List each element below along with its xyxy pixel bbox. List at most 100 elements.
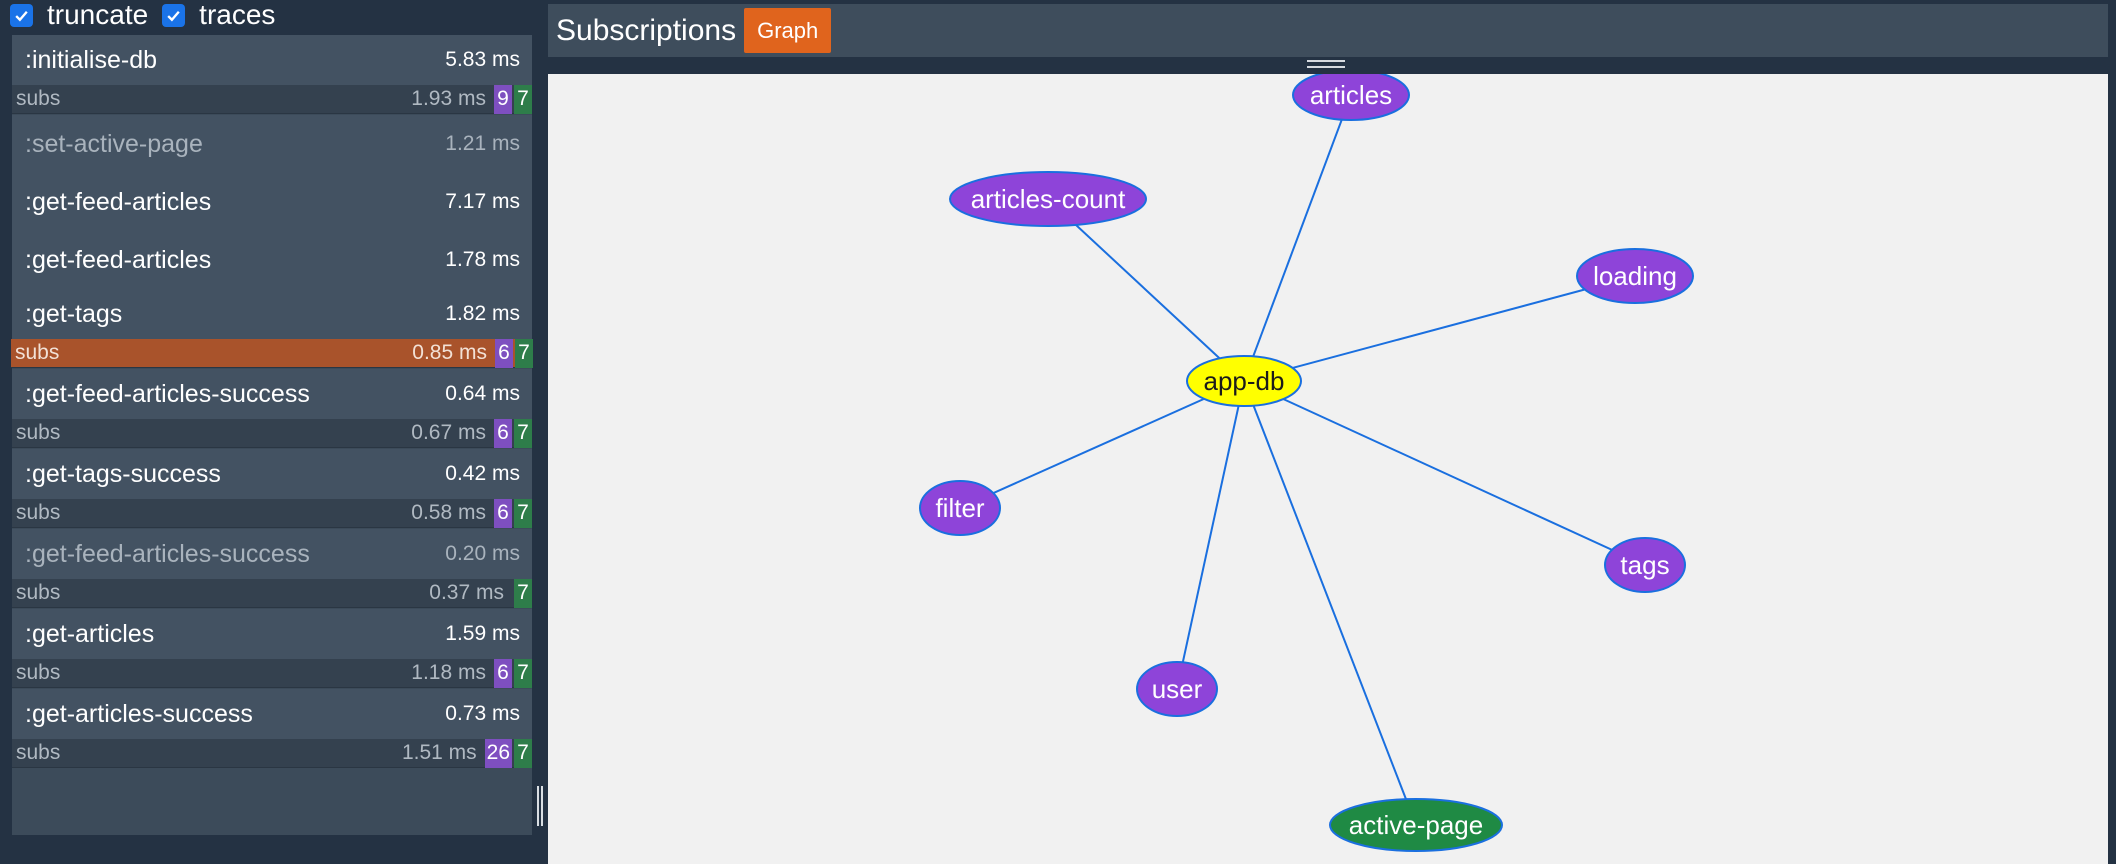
node-shape xyxy=(919,480,1001,536)
trace-row[interactable]: :get-tags 1.82 ms xyxy=(12,289,532,339)
trace-row[interactable]: :get-feed-articles 7.17 ms xyxy=(12,173,532,231)
subs-created-count-badge: 7 xyxy=(514,418,532,448)
resize-handle[interactable] xyxy=(1307,60,1345,68)
subs-label: subs xyxy=(16,661,61,684)
event-name: :initialise-db xyxy=(25,45,158,74)
trace-controls: truncate traces xyxy=(10,0,275,30)
node-shape xyxy=(949,171,1147,227)
pane-splitter[interactable] xyxy=(537,786,543,826)
node-label: articles-count xyxy=(971,184,1126,214)
event-name: :set-active-page xyxy=(25,129,203,158)
trace-row[interactable]: :set-active-page 1.21 ms xyxy=(12,115,532,173)
edge-user xyxy=(1176,380,1245,690)
event-name: :get-articles-success xyxy=(25,699,253,728)
trace-row[interactable]: :get-articles 1.59 ms xyxy=(12,609,532,659)
edge-filter xyxy=(959,380,1245,509)
subs-created-count-badge: 7 xyxy=(514,498,532,528)
subs-label: subs xyxy=(16,501,61,524)
trace-row[interactable]: :get-tags-success 0.42 ms xyxy=(12,449,532,499)
event-duration: 1.59 ms xyxy=(445,622,520,645)
panel-title: Subscriptions xyxy=(556,13,737,47)
graph-node-tags[interactable]: tags xyxy=(1604,537,1686,593)
trace-row[interactable]: :get-articles-success 0.73 ms xyxy=(12,689,532,739)
subs-created-count-badge: 7 xyxy=(515,338,533,368)
node-shape xyxy=(1604,537,1686,593)
edge-tags xyxy=(1243,380,1646,566)
traces-label: traces xyxy=(199,0,276,30)
event-name: :get-feed-articles-success xyxy=(25,379,310,408)
trace-row[interactable]: :get-feed-articles-success 0.20 ms xyxy=(12,529,532,579)
subs-created-count-badge: 7 xyxy=(514,738,532,768)
edge-articles xyxy=(1243,94,1352,382)
event-name: :get-feed-articles xyxy=(25,245,212,274)
node-label: filter xyxy=(935,493,984,523)
check-icon[interactable] xyxy=(10,3,33,27)
event-name: :get-feed-articles xyxy=(25,187,212,216)
subs-run-count-badge: 6 xyxy=(494,498,512,528)
trace-row[interactable]: :initialise-db 5.83 ms xyxy=(12,35,532,85)
event-duration: 0.73 ms xyxy=(445,702,520,725)
graph-node-app-db[interactable]: app-db xyxy=(1186,355,1302,407)
subs-created-count-badge: 7 xyxy=(514,658,532,688)
subs-created-count-badge: 7 xyxy=(514,84,532,114)
subs-duration: 0.67 ms xyxy=(411,421,486,444)
trace-row[interactable]: :get-feed-articles-success 0.64 ms xyxy=(12,369,532,419)
event-duration: 7.17 ms xyxy=(445,190,520,213)
graph-button[interactable]: Graph xyxy=(744,8,832,53)
graph-node-filter[interactable]: filter xyxy=(919,480,1001,536)
truncate-checkbox[interactable]: truncate xyxy=(10,0,148,31)
node-shape xyxy=(1292,74,1410,121)
subs-duration: 1.18 ms xyxy=(411,661,486,684)
truncate-label: truncate xyxy=(47,0,149,30)
event-name: :get-articles xyxy=(25,619,155,648)
check-icon[interactable] xyxy=(162,3,186,27)
subscription-graph[interactable]: articles articles-count loading filter tags u… xyxy=(548,74,2108,864)
node-shape xyxy=(1329,798,1503,852)
event-duration: 0.42 ms xyxy=(445,462,520,485)
event-duration: 5.83 ms xyxy=(445,48,520,71)
event-duration: 0.64 ms xyxy=(445,382,520,405)
graph-node-user[interactable]: user xyxy=(1136,661,1218,717)
subs-run-count-badge: 6 xyxy=(494,418,512,448)
subs-duration: 1.93 ms xyxy=(411,87,486,110)
graph-node-loading[interactable]: loading xyxy=(1576,248,1694,304)
graph-svg[interactable]: articles articles-count loading filter tags u… xyxy=(548,74,2108,864)
subs-duration: 0.37 ms xyxy=(429,581,504,604)
event-name: :get-feed-articles-success xyxy=(25,539,310,568)
event-name: :get-tags-success xyxy=(25,459,221,488)
node-label: user xyxy=(1152,674,1203,704)
subs-run-count-badge: 6 xyxy=(494,658,512,688)
subs-label: subs xyxy=(16,87,61,110)
subs-label: subs xyxy=(16,741,61,764)
node-label: active-page xyxy=(1349,810,1483,840)
subs-run-count-badge: 26 xyxy=(484,738,512,768)
graph-node-active-page[interactable]: active-page xyxy=(1329,798,1503,852)
subs-label: subs xyxy=(16,421,61,444)
traces-checkbox[interactable]: traces xyxy=(162,0,275,31)
subs-duration: 0.85 ms xyxy=(412,341,487,364)
edge-articles-count xyxy=(1047,198,1245,382)
event-duration: 1.82 ms xyxy=(445,302,520,325)
edge-loading xyxy=(1243,275,1636,382)
event-name: :get-tags xyxy=(25,299,123,328)
subscriptions-header: Subscriptions Graph xyxy=(548,4,2108,57)
edge-active-page xyxy=(1243,380,1417,826)
graph-node-articles[interactable]: articles xyxy=(1292,74,1410,121)
graph-node-articles-count[interactable]: articles-count xyxy=(949,171,1147,227)
event-duration: 0.20 ms xyxy=(445,542,520,565)
event-duration: 1.21 ms xyxy=(445,132,520,155)
node-shape xyxy=(1576,248,1694,304)
